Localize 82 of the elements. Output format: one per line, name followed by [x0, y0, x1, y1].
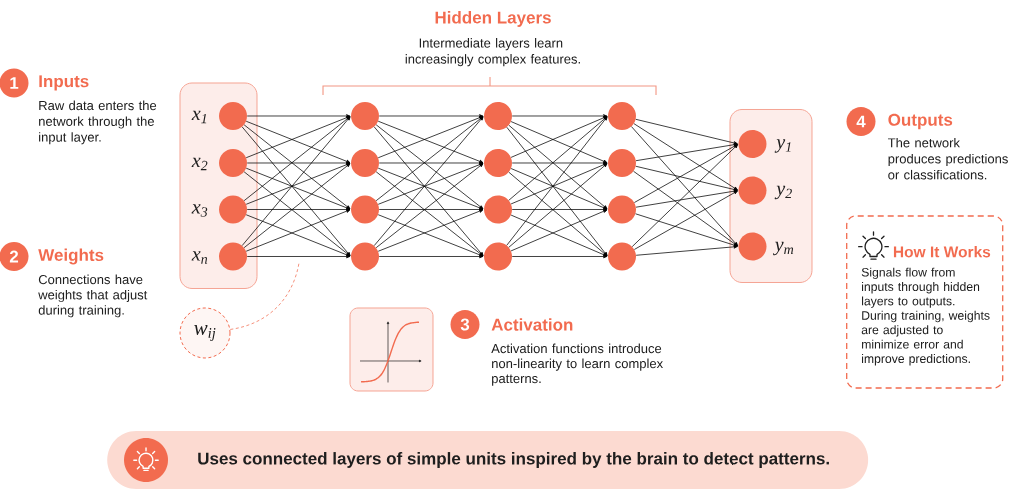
- arrow: [508, 163, 608, 248]
- arrow: [246, 161, 351, 165]
- arrow: [635, 189, 738, 208]
- number-badge: 1: [0, 68, 29, 98]
- neuron-circle: [351, 242, 379, 271]
- arrow: [375, 116, 484, 202]
- section-heading: Hidden Layers: [435, 11, 551, 27]
- arrow: [246, 254, 351, 259]
- arrow: [633, 170, 738, 247]
- arrow: [634, 144, 738, 203]
- neuron-circle: [484, 195, 512, 224]
- arrow: [375, 163, 484, 249]
- step-heading: Outputs: [888, 113, 953, 130]
- arrow: [511, 254, 608, 259]
- neuron-circle: [219, 242, 247, 271]
- arrow: [508, 116, 608, 201]
- variable-label: y$_{1}$: [774, 139, 791, 153]
- arrow: [511, 161, 608, 165]
- step-heading: Inputs: [39, 75, 89, 91]
- arrow: [375, 124, 484, 210]
- neuron-circle: [484, 242, 512, 271]
- variable-label: x$_{n}$: [191, 251, 208, 264]
- neuron-circle: [484, 149, 512, 177]
- step-description: The network produces predictions or classifications.: [888, 137, 1008, 180]
- variable-label: x$_{3}$: [191, 204, 208, 217]
- step-heading: Activation: [491, 318, 573, 331]
- variable-label: x$_{1}$: [191, 110, 207, 124]
- arrow: [378, 254, 484, 259]
- leader-line: [229, 262, 300, 330]
- arrow: [635, 165, 738, 192]
- arrow: [243, 171, 351, 257]
- arrow: [243, 124, 351, 210]
- arrow: [511, 114, 608, 118]
- neuron-circle: [219, 195, 247, 224]
- arrow: [378, 114, 484, 118]
- arrow: [635, 142, 738, 162]
- arrow: [378, 207, 484, 212]
- neuron-circle: [219, 102, 247, 130]
- arrow: [243, 116, 351, 202]
- arrow: [631, 126, 739, 247]
- neuron-circle: [608, 242, 636, 271]
- number-badge: 3: [450, 310, 480, 339]
- neuron-circle: [219, 149, 247, 177]
- step-heading: Weights: [38, 248, 104, 265]
- variable-label: x$_{2}$: [191, 157, 208, 171]
- step-description: Activation functions introduce non-linearity to learn complex patterns.: [491, 343, 663, 386]
- summary-banner: Uses connected layers of simple units inspired by the brain to detect patterns.: [107, 431, 869, 489]
- neuron-circle: [484, 102, 512, 130]
- neuron-circle: [608, 102, 636, 130]
- neuron-circle: [738, 130, 767, 158]
- panel-heading: How It Works: [893, 246, 991, 258]
- number-badge: 2: [0, 242, 29, 271]
- sigmoid-graph: [349, 307, 434, 392]
- neuron-circle: [738, 232, 767, 261]
- arrow: [246, 114, 351, 118]
- arrow: [634, 190, 738, 250]
- info-panel: [846, 215, 1004, 389]
- arrow: [635, 118, 738, 145]
- arrow: [508, 171, 608, 257]
- panel-text: Signals flow from inputs through hidden layers to outputs. During training, weights are adjusted to minimize error and improve predictions.: [861, 267, 990, 366]
- step-description: Connections have weights that adjust during training.: [38, 274, 148, 318]
- arrow: [508, 124, 608, 210]
- arrow: [375, 171, 484, 257]
- arrow: [243, 163, 351, 249]
- step-description: Raw data enters the network through the input layer.: [39, 100, 157, 145]
- arrow: [246, 207, 351, 212]
- number-badge: 4: [846, 107, 876, 136]
- neuron-circle: [608, 195, 636, 224]
- neuron-circle: [608, 149, 636, 177]
- arrow: [511, 207, 608, 212]
- neuron-circle: [738, 176, 767, 205]
- neuron-circle: [351, 149, 379, 177]
- variable-label: y$_{m}$: [773, 241, 794, 256]
- arrow: [378, 161, 484, 165]
- neuron-circle: [351, 195, 379, 224]
- arrow: [635, 213, 738, 247]
- variable-label: y$_{2}$: [774, 185, 792, 200]
- arrow: [631, 144, 738, 247]
- neuron-circle: [351, 102, 379, 130]
- arrow: [633, 123, 738, 191]
- section-text: Intermediate layers learn increasingly complex features.: [405, 38, 580, 67]
- arrow: [635, 245, 738, 256]
